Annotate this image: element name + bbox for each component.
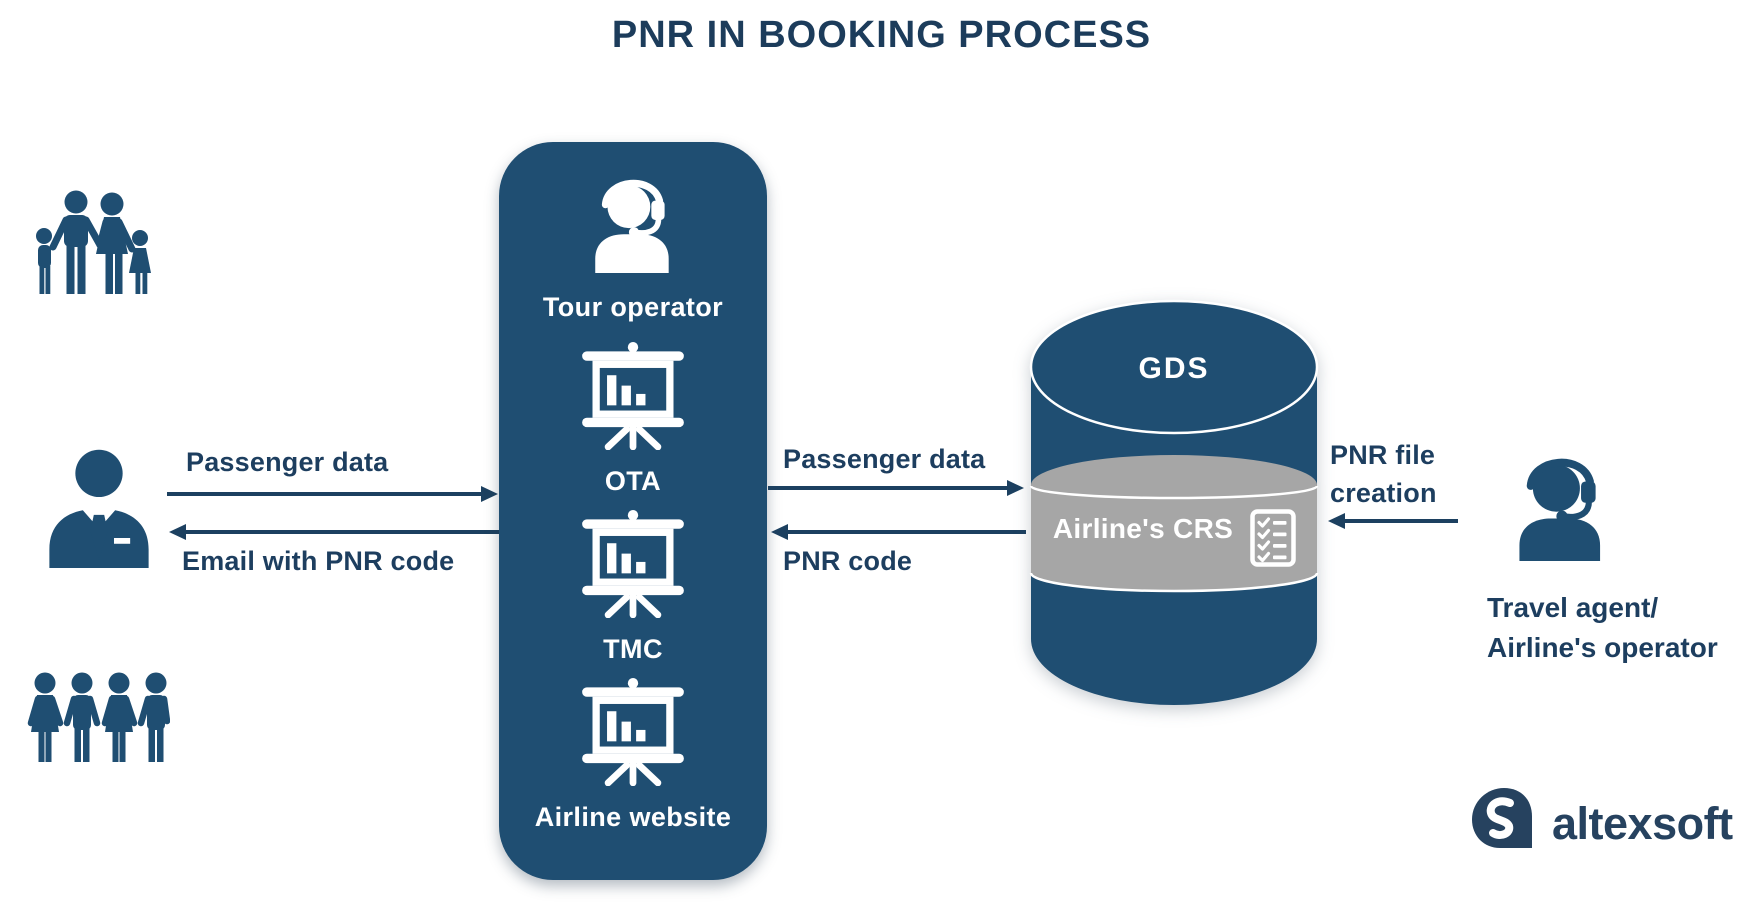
flow-label-pnr-code: PNR code xyxy=(783,546,913,576)
altexsoft-logo-icon xyxy=(1470,786,1534,850)
arrow-email-with-pnr xyxy=(169,524,499,540)
channel-label-tour-operator: Tour operator xyxy=(542,292,724,322)
arrow-passenger-data-left xyxy=(167,486,498,502)
airlines-crs-label: Airline's CRS xyxy=(1052,513,1234,544)
people-group-icon xyxy=(24,668,170,792)
presentation-chart-icon xyxy=(580,342,686,450)
flow-label-pnr-file: PNR file xyxy=(1330,440,1436,470)
channel-label-tmc: TMC xyxy=(603,634,663,664)
page-title: PNR IN BOOKING PROCESS xyxy=(611,14,1152,56)
arrow-pnr-file-creation xyxy=(1328,513,1458,529)
businessman-icon xyxy=(40,448,158,568)
channel-label-ota: OTA xyxy=(604,466,662,496)
gds-label: GDS xyxy=(1138,352,1210,385)
arrow-passenger-data-mid xyxy=(768,480,1024,496)
flow-label-email-with-pnr: Email with PNR code xyxy=(182,546,455,576)
flow-label-passenger-data-mid: Passenger data xyxy=(783,444,986,474)
agent-label-line1: Travel agent/ xyxy=(1487,592,1659,623)
support-agent-icon xyxy=(1506,443,1618,567)
presentation-chart-icon xyxy=(580,678,686,786)
channel-label-airline-website: Airline website xyxy=(534,802,732,832)
flow-label-passenger-data-left: Passenger data xyxy=(186,447,389,477)
channels-panel: Tour operator xyxy=(499,142,767,880)
gds-database-cylinder xyxy=(1026,289,1322,715)
presentation-chart-icon xyxy=(580,510,686,618)
agent-label-line2: Airline's operator xyxy=(1487,632,1718,663)
checklist-icon xyxy=(1250,508,1296,568)
altexsoft-wordmark: altexsoft xyxy=(1552,798,1733,849)
family-icon xyxy=(26,188,158,296)
support-agent-icon xyxy=(583,160,685,284)
flow-label-pnr-file-creation: creation xyxy=(1330,478,1437,508)
arrow-pnr-code xyxy=(771,524,1026,540)
